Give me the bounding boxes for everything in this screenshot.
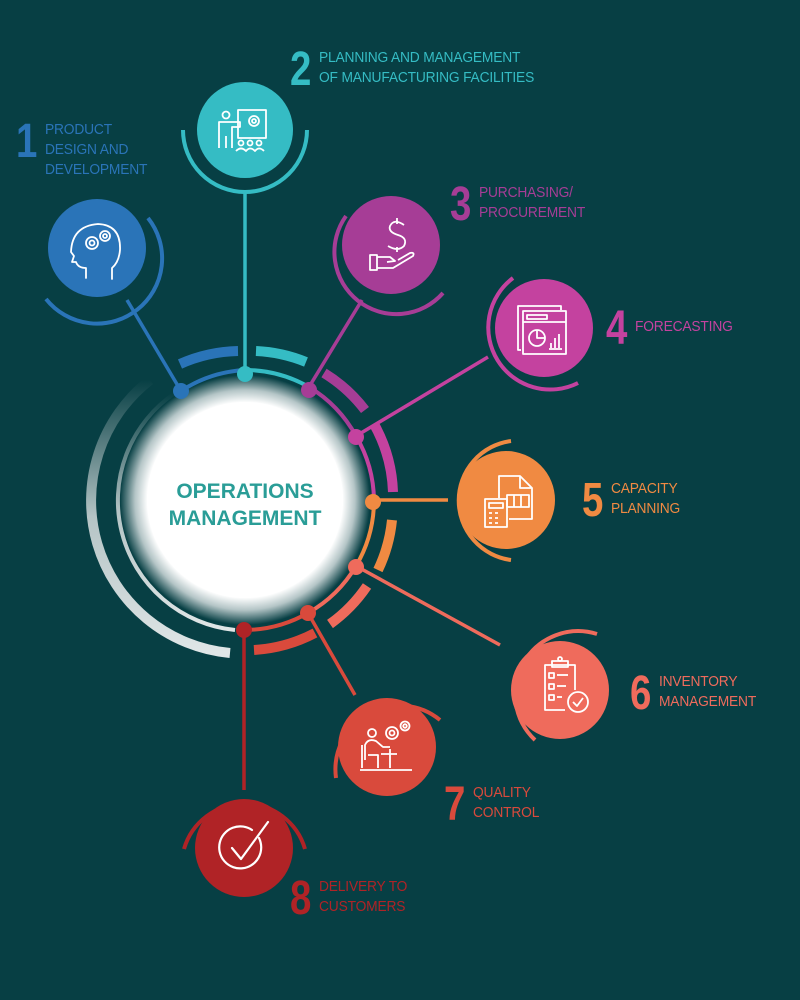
- center-disk: [147, 402, 343, 598]
- step-6-number: 6: [630, 667, 652, 720]
- step-3-text: PURCHASING/ PROCUREMENT: [479, 183, 585, 223]
- step-5-line1: CAPACITY: [610, 480, 678, 497]
- step-7-text: QUALITY CONTROL: [473, 783, 539, 823]
- step-2-line1: PLANNING AND MANAGEMENT: [318, 49, 520, 66]
- step-3-number: 3: [450, 178, 472, 231]
- step-5-label: 5 CAPACITY PLANNING: [582, 474, 686, 527]
- step-3-line1: PURCHASING/: [478, 184, 573, 201]
- step-7-number: 7: [444, 778, 466, 831]
- step-5-number: 5: [582, 474, 604, 527]
- step-6-label: 6 INVENTORY MANAGEMENT: [630, 667, 764, 720]
- step-2-text: PLANNING AND MANAGEMENT OF MANUFACTURING…: [319, 48, 534, 88]
- step-6-badge: [511, 629, 609, 742]
- step-5-badge: [456, 439, 555, 562]
- step-1-line3: DEVELOPMENT: [44, 161, 147, 178]
- step-8-label: 8 DELIVERY TO CUSTOMERS: [290, 872, 415, 925]
- calculator-document-icon: [484, 475, 533, 528]
- step-1-label: 1 PRODUCT DESIGN AND DEVELOPMENT: [16, 115, 156, 180]
- step-7-label: 7 QUALITY CONTROL: [444, 778, 545, 831]
- nodes: [173, 366, 381, 638]
- browser-chart-icon: [517, 305, 567, 355]
- step-8-line1: DELIVERY TO: [318, 878, 407, 895]
- step-7-badge: [333, 698, 442, 796]
- step-8-number: 8: [290, 872, 312, 925]
- center-title-line1: OPERATIONS: [176, 480, 314, 503]
- center-title: OPERATIONS MANAGEMENT: [145, 478, 345, 532]
- step-8-text: DELIVERY TO CUSTOMERS: [319, 877, 407, 917]
- step-3-badge: [332, 196, 445, 317]
- step-1-number: 1: [16, 115, 38, 168]
- head-gears-icon: [70, 223, 121, 280]
- clipboard-check-icon: [544, 656, 589, 713]
- step-3-label: 3 PURCHASING/ PROCUREMENT: [450, 178, 594, 231]
- step-1-badge: [44, 199, 165, 326]
- step-4-number: 4: [606, 302, 628, 355]
- step-2-label: 2 PLANNING AND MANAGEMENT OF MANUFACTURI…: [290, 43, 553, 96]
- step-4-label: 4 FORECASTING: [606, 302, 741, 355]
- step-2-line2: OF MANUFACTURING FACILITIES: [318, 69, 534, 86]
- connectors: [125, 192, 501, 790]
- step-4-text: FORECASTING: [635, 317, 733, 337]
- step-6-line1: INVENTORY: [658, 673, 738, 690]
- step-1-line2: DESIGN AND: [44, 141, 128, 158]
- step-3-line2: PROCUREMENT: [478, 204, 585, 221]
- step-7-line1: QUALITY: [472, 784, 531, 801]
- hand-dollar-icon: [369, 218, 415, 271]
- step-2-number: 2: [290, 43, 312, 96]
- step-8-badge: [182, 799, 307, 897]
- check-circle-icon: [218, 820, 270, 870]
- worker-gears-icon: [360, 720, 412, 771]
- step-2-badge: [181, 82, 309, 194]
- center-title-line2: MANAGEMENT: [168, 507, 322, 530]
- step-8-line2: CUSTOMERS: [318, 898, 405, 915]
- step-1-text: PRODUCT DESIGN AND DEVELOPMENT: [45, 120, 147, 180]
- gray-outer-arcs: [86, 376, 236, 658]
- step-1-line1: PRODUCT: [44, 121, 112, 138]
- step-5-line2: PLANNING: [610, 500, 680, 517]
- presentation-gear-icon: [218, 109, 267, 152]
- step-4-line1: FORECASTING: [634, 318, 733, 335]
- outer-ring: [177, 346, 398, 655]
- step-5-text: CAPACITY PLANNING: [611, 479, 680, 519]
- step-6-line2: MANAGEMENT: [658, 693, 756, 710]
- step-6-text: INVENTORY MANAGEMENT: [659, 672, 756, 712]
- step-7-line2: CONTROL: [472, 804, 539, 821]
- step-4-badge: [486, 276, 593, 392]
